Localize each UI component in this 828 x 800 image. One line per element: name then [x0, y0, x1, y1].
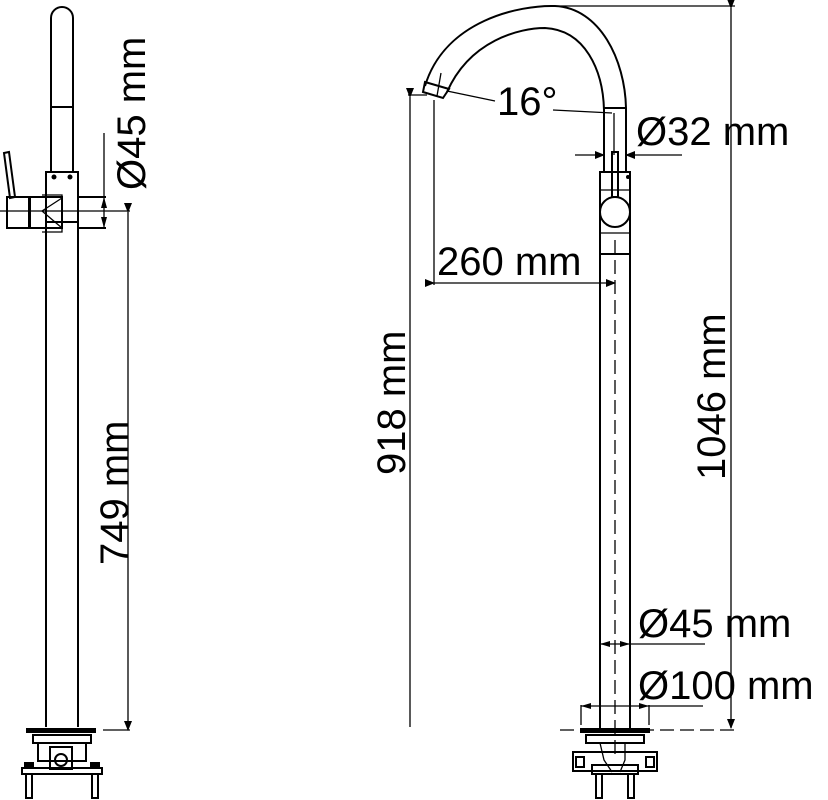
lever-cap [6, 196, 30, 229]
height-to-lever-label: 749 mm [93, 421, 137, 566]
base-diameter-label: Ø100 mm [638, 664, 814, 708]
spout-reach-label: 260 mm [437, 240, 582, 284]
side-view: Ø45 mm 749 mm [0, 6, 154, 799]
front-view: 16° Ø32 mm 260 mm 918 mm 1046 mm [370, 0, 814, 799]
aerator [421, 80, 451, 100]
gooseneck-inner [446, 26, 605, 172]
spout-tube-side [50, 6, 74, 172]
spout-diameter-label: Ø32 mm [636, 110, 789, 154]
lever-diameter-label: Ø45 mm [110, 37, 154, 190]
column-diameter-label: Ø45 mm [638, 602, 791, 646]
outlet-height-label: 918 mm [370, 331, 414, 476]
total-height-label: 1046 mm [690, 313, 734, 480]
spout-angle-label: 16° [497, 80, 558, 124]
lever-handle [2, 150, 17, 200]
base-mount-front [572, 728, 658, 799]
base-mount-side [21, 728, 103, 799]
